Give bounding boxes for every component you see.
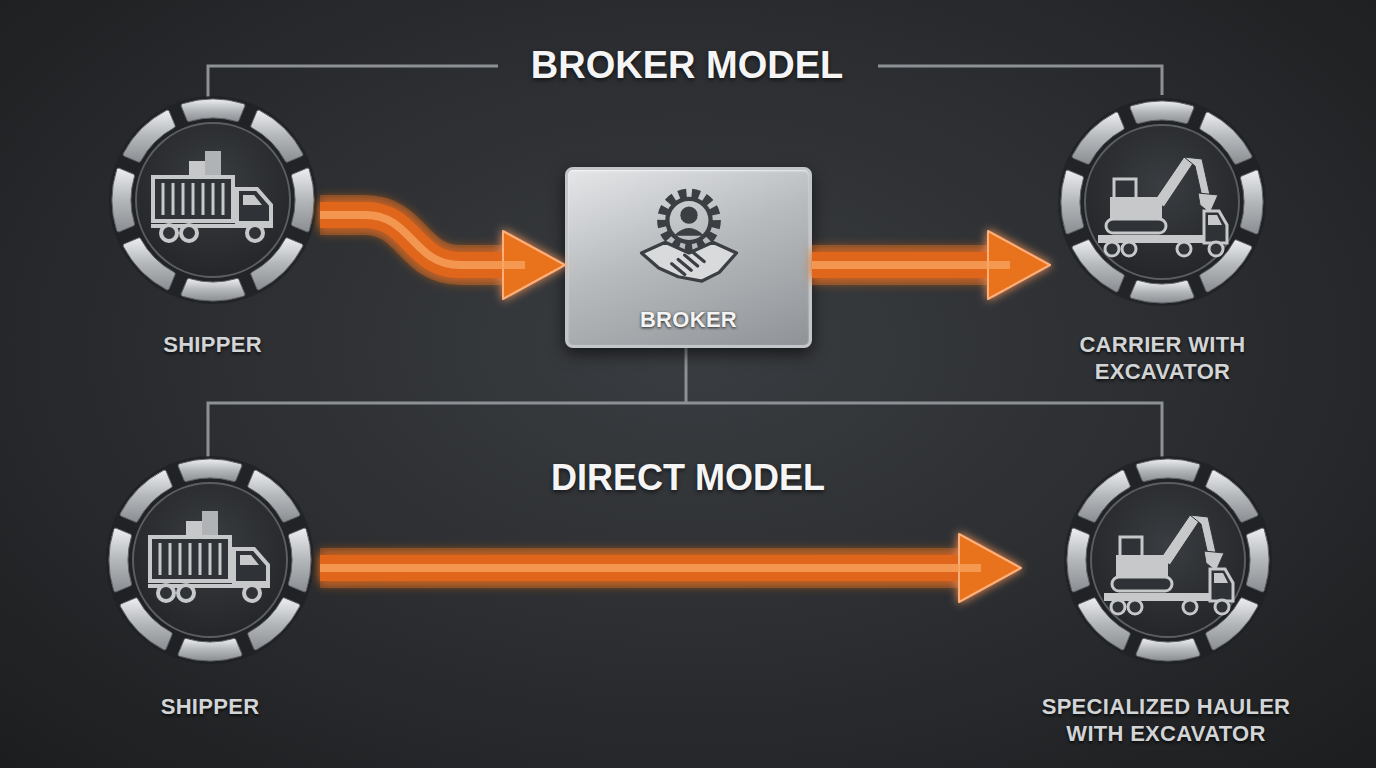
section-heading: BROKER MODEL bbox=[437, 43, 937, 89]
bracket-line bbox=[208, 403, 1162, 457]
ring-segment bbox=[1136, 459, 1200, 482]
ring-segment bbox=[178, 638, 242, 661]
ring-disc bbox=[133, 483, 287, 637]
ring-segment bbox=[1130, 101, 1194, 124]
arrow-band bbox=[812, 252, 1010, 278]
bracket-line bbox=[208, 66, 498, 97]
node-label: SPECIALIZED HAULER WITH EXCAVATOR bbox=[1021, 693, 1311, 747]
ring-shadow bbox=[1064, 456, 1272, 664]
ring-segment bbox=[109, 528, 132, 592]
node-label: CARRIER WITH EXCAVATOR bbox=[1050, 331, 1275, 385]
ring-outline bbox=[108, 95, 318, 305]
ring-segment bbox=[178, 459, 242, 482]
ring-segment bbox=[181, 278, 245, 301]
bracket-line bbox=[208, 66, 1162, 457]
carrier-node: CARRIER WITH EXCAVATOR bbox=[1050, 97, 1275, 387]
vehicle-icon bbox=[148, 511, 270, 601]
arrow-glow bbox=[320, 215, 525, 265]
vehicle-icon bbox=[151, 151, 273, 241]
arrow-glow bbox=[320, 548, 981, 588]
flow-arrow bbox=[320, 215, 525, 265]
arrow-highlight bbox=[812, 261, 1010, 269]
ring-segment bbox=[1136, 638, 1200, 661]
handshake-icon bbox=[641, 194, 736, 281]
bracket-line bbox=[685, 348, 688, 403]
ring-segment bbox=[288, 528, 311, 592]
section-heading: DIRECT MODEL bbox=[438, 456, 938, 499]
ring-disc bbox=[136, 123, 290, 277]
ring-shadow bbox=[1058, 98, 1266, 306]
shipper-node: SHIPPER bbox=[105, 95, 320, 385]
ring-segment bbox=[181, 99, 245, 122]
bracket-line bbox=[878, 66, 1162, 95]
ring-shadow bbox=[109, 96, 317, 304]
ring-outline bbox=[1063, 455, 1273, 665]
vehicle-icon bbox=[1104, 515, 1233, 614]
ring-segment bbox=[291, 168, 314, 232]
node-label: SHIPPER bbox=[100, 693, 320, 720]
ring-segment bbox=[1246, 528, 1269, 592]
ring-segment bbox=[1240, 170, 1263, 234]
ring-segment bbox=[112, 168, 135, 232]
ring-segment bbox=[1061, 170, 1084, 234]
ring-segment bbox=[1067, 528, 1090, 592]
hauler-node: SPECIALIZED HAULER WITH EXCAVATOR bbox=[1021, 455, 1311, 745]
ring-shadow bbox=[106, 456, 314, 664]
flow-arrow bbox=[812, 265, 1010, 266]
arrow-band bbox=[320, 215, 525, 265]
arrow-band bbox=[320, 555, 981, 581]
broker-icon bbox=[624, 186, 754, 294]
ring-disc bbox=[1085, 125, 1239, 279]
ring-outline bbox=[1057, 97, 1267, 307]
node-label: SHIPPER bbox=[105, 331, 320, 358]
arrow-glow bbox=[812, 245, 1010, 285]
arrow-highlight bbox=[320, 215, 525, 265]
ring-outline bbox=[105, 455, 315, 665]
shipper-node: SHIPPER bbox=[100, 455, 320, 745]
flow-arrow bbox=[320, 568, 981, 569]
arrow-highlight bbox=[320, 564, 981, 572]
ring-disc bbox=[1091, 483, 1245, 637]
broker-box: BROKER bbox=[565, 167, 812, 348]
ring-segment bbox=[1130, 280, 1194, 303]
node-label: BROKER bbox=[568, 306, 809, 333]
vehicle-icon bbox=[1098, 157, 1227, 256]
